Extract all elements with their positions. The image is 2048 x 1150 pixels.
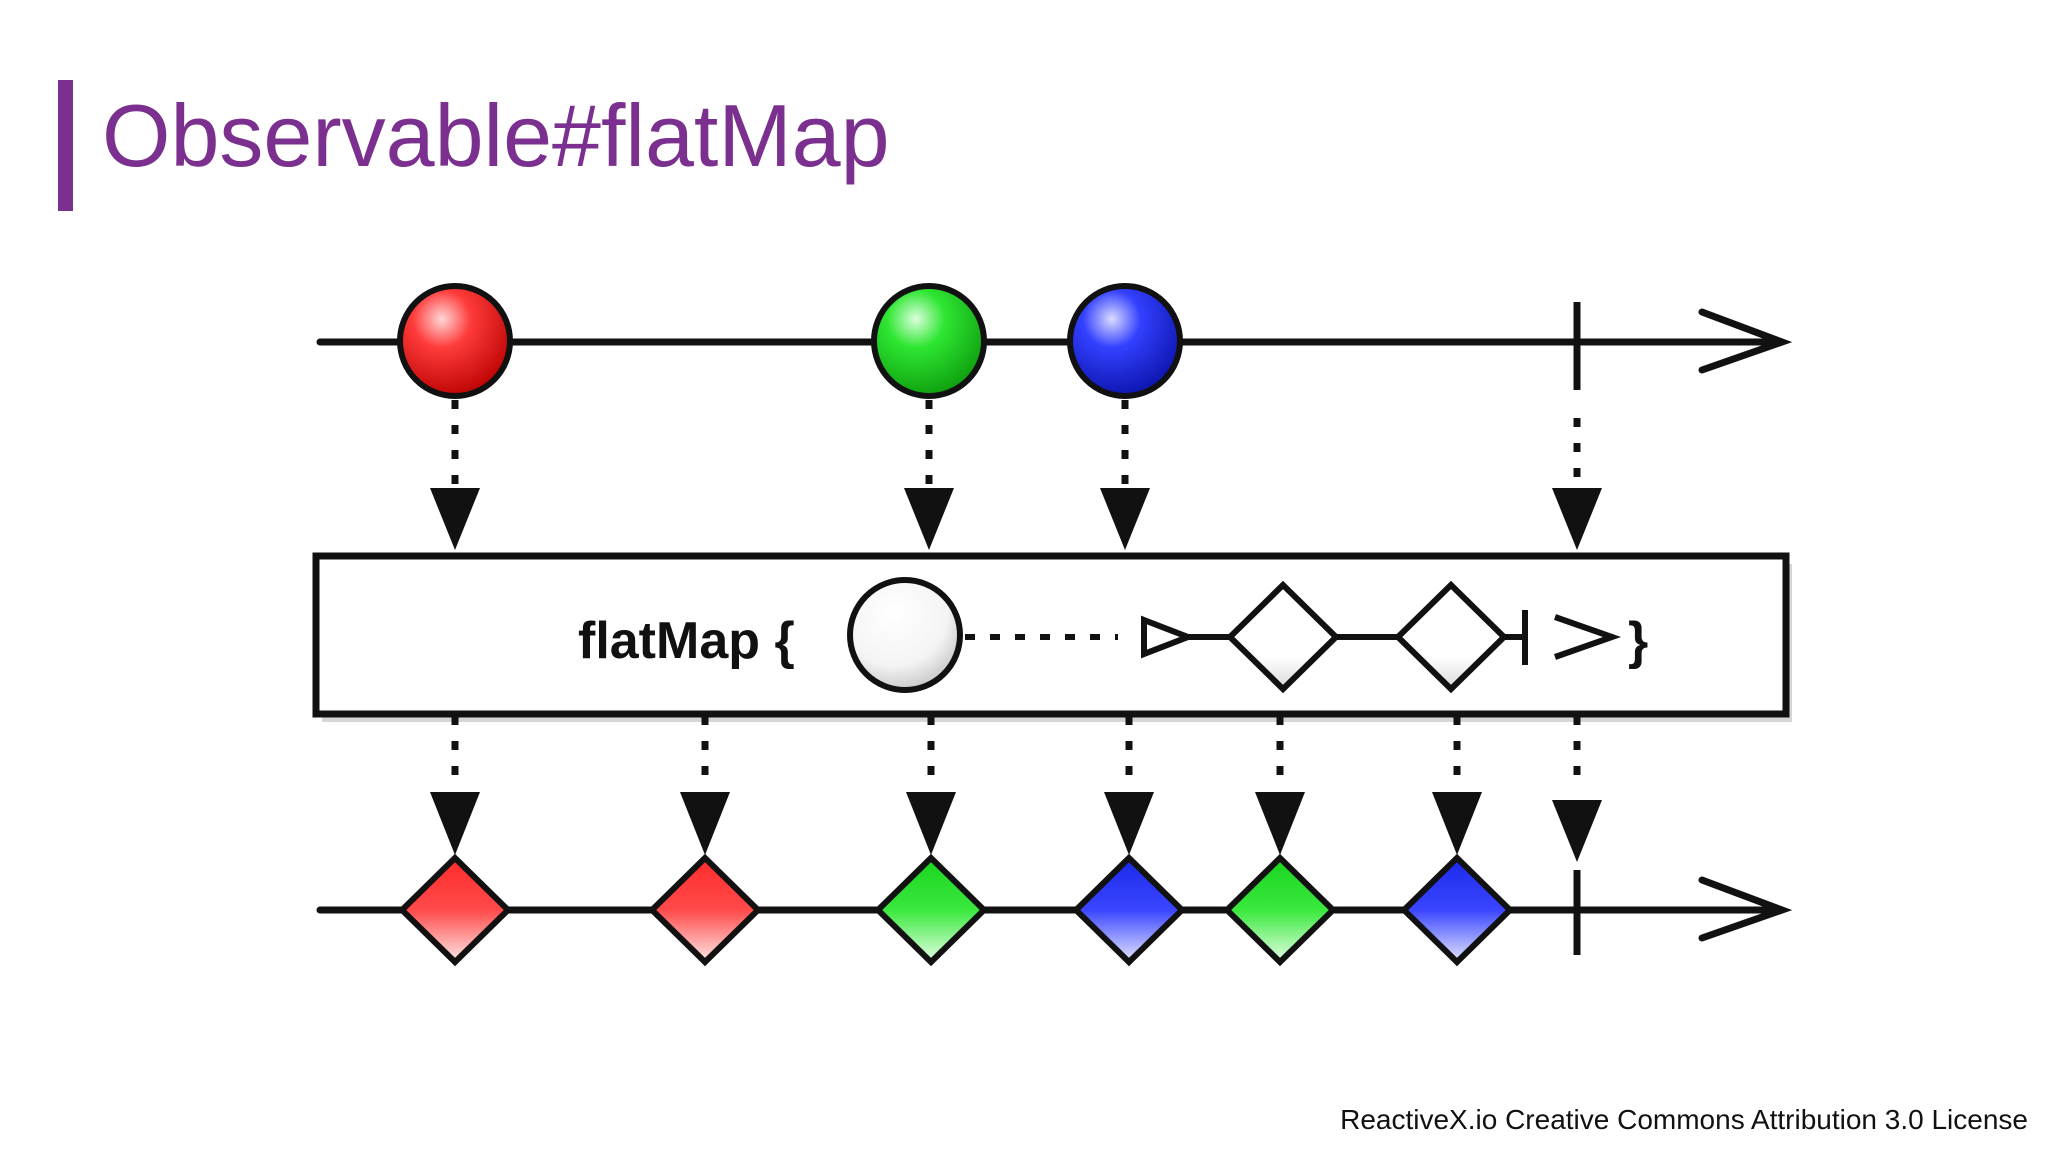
title-accent-bar <box>58 80 73 211</box>
arrow-down <box>1255 716 1305 855</box>
arrow-down <box>1552 716 1602 862</box>
inner-source-marble <box>847 577 963 693</box>
arrow-down <box>904 400 954 550</box>
arrow-down <box>906 716 956 855</box>
source-timeline <box>316 308 1793 374</box>
arrow-down <box>680 716 730 855</box>
operator-closing-brace: } <box>1628 612 1648 670</box>
output-diamond-red <box>397 853 513 967</box>
arrow-down <box>1432 716 1482 855</box>
slide-title: Observable#flatMap <box>102 86 890 185</box>
output-diamond-green <box>1222 853 1338 967</box>
input-marble-green <box>871 283 987 399</box>
operator-label: flatMap { <box>578 612 795 670</box>
input-arrows <box>430 400 1602 550</box>
transform-illustration <box>847 577 1622 694</box>
output-diamond-blue <box>1399 853 1515 967</box>
result-timeline <box>316 876 1793 942</box>
arrow-down <box>1104 716 1154 855</box>
output-diamond-red <box>647 853 763 967</box>
output-diamond-blue <box>1071 853 1187 967</box>
arrow-down <box>1552 418 1602 550</box>
output-arrows <box>430 716 1602 862</box>
inner-diamond <box>1393 580 1509 694</box>
inner-diamond <box>1225 580 1341 694</box>
input-marble-red <box>397 283 513 399</box>
operator-box <box>312 552 1790 718</box>
arrow-down <box>430 400 480 550</box>
arrow-down <box>430 716 480 855</box>
inner-arrowhead <box>1554 614 1622 660</box>
inner-start-arrowhead <box>1141 615 1197 659</box>
license-footer: ReactiveX.io Creative Commons Attributio… <box>1340 1104 2028 1135</box>
output-diamond-green <box>873 853 989 967</box>
arrow-down <box>1100 400 1150 550</box>
input-marble-blue <box>1067 283 1183 399</box>
